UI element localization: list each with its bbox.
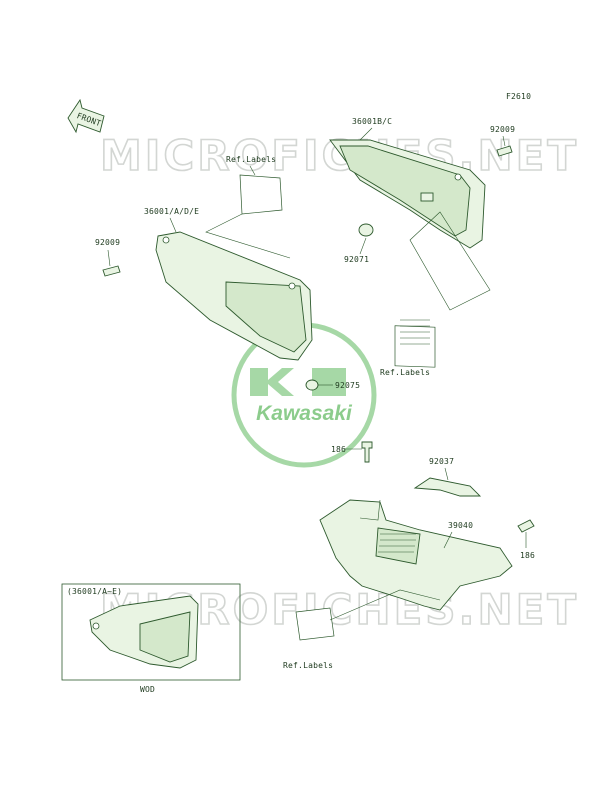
leader-92009-left xyxy=(107,249,111,267)
bolt-186-top xyxy=(361,441,373,463)
leader-36001bc xyxy=(359,127,373,141)
callout-ref-labels-bottom: Ref.Labels xyxy=(283,661,333,670)
leader-36001ade xyxy=(169,217,177,233)
inset-frame xyxy=(61,583,241,681)
callout-92009-top: 92009 xyxy=(490,125,515,134)
logo-text: Kawasaki xyxy=(256,402,353,425)
callout-39040: 39040 xyxy=(448,521,473,530)
side-cover-left xyxy=(155,231,313,361)
callout-92037: 92037 xyxy=(429,457,454,466)
logo-block xyxy=(312,368,346,396)
callout-36001bc: 36001B/C xyxy=(352,117,392,126)
front-arrow-icon: FRONT xyxy=(67,98,105,134)
leader-92009-top xyxy=(502,135,506,147)
leader-92071 xyxy=(359,237,367,255)
grommet-92075 xyxy=(305,379,319,391)
leader-ref-labels-left-top xyxy=(249,165,256,176)
callout-186-top: 186 xyxy=(331,445,346,454)
leader-92037 xyxy=(444,467,449,481)
callout-36001ade: 36001/A/D/E xyxy=(144,207,199,216)
inset-caption: WOD xyxy=(140,685,155,694)
callout-92075: 92075 xyxy=(335,381,360,390)
callout-ref-labels-mid: Ref.Labels xyxy=(380,368,430,377)
callout-92009-left: 92009 xyxy=(95,238,120,247)
heat-guard-39040 xyxy=(319,499,513,611)
callout-92071: 92071 xyxy=(344,255,369,264)
clip-on-cover xyxy=(420,192,434,202)
bolt-186-right xyxy=(517,519,535,533)
inset-variant-box: (36001/A~E) WOD xyxy=(61,583,241,694)
grommet-92071 xyxy=(358,223,374,237)
leader-ref-labels-mid xyxy=(409,211,491,311)
callout-186-right: 186 xyxy=(520,551,535,560)
callout-ref-labels-left: Ref.Labels xyxy=(226,155,276,164)
inset-title: (36001/A~E) xyxy=(67,587,122,596)
bolt-92009-left xyxy=(102,265,121,277)
leader-ref-labels-left xyxy=(205,213,291,259)
side-cover-right xyxy=(329,139,486,249)
bolt-92009-top xyxy=(496,145,513,157)
logo-k-mark xyxy=(250,368,294,396)
watermark-top: MICROFICHES.NET xyxy=(100,131,579,180)
ref-label-decal-mid xyxy=(394,319,436,368)
figure-code: F2610 xyxy=(506,92,531,101)
ref-label-decal-left xyxy=(239,174,283,215)
clip-92037 xyxy=(413,477,482,497)
leader-39040 xyxy=(443,531,453,549)
leader-ref-labels-bottom xyxy=(329,589,441,621)
ref-label-decal-bottom xyxy=(295,607,335,641)
